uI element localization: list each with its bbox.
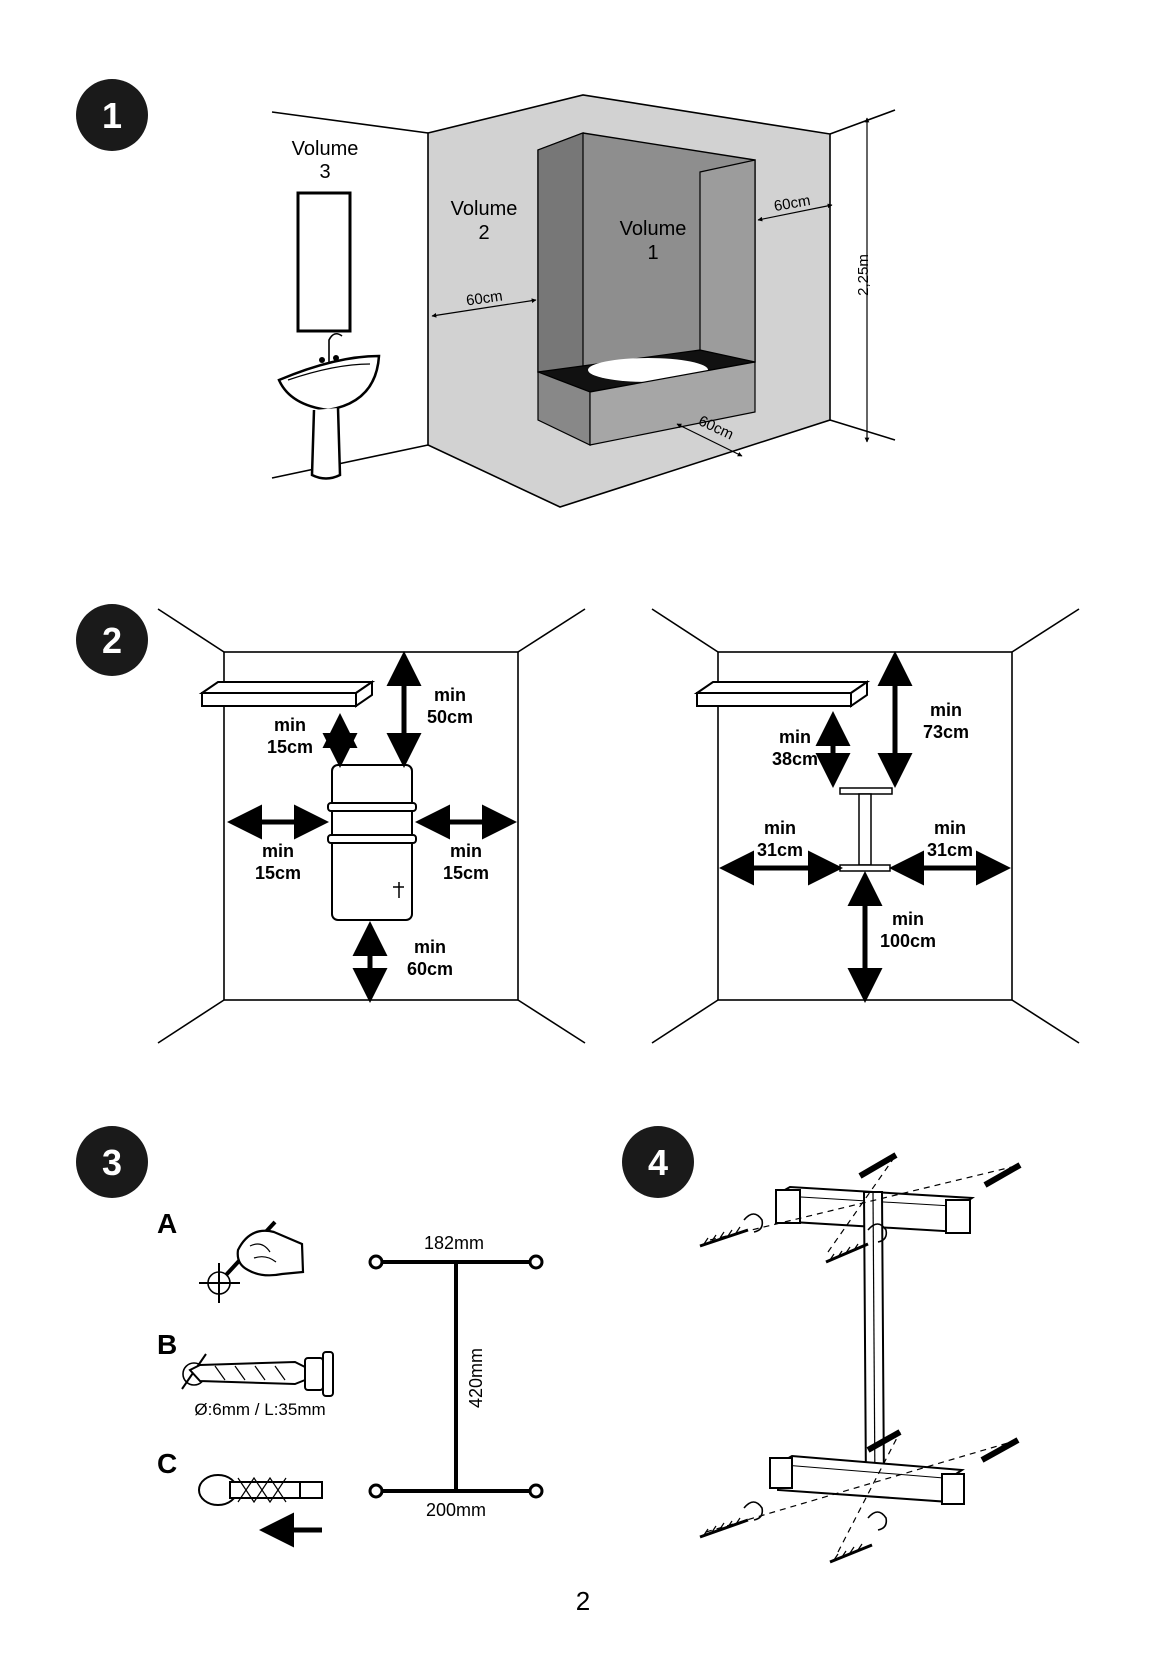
wall-plug-icon xyxy=(198,1474,323,1548)
clearance-top-min: min xyxy=(434,685,466,705)
bracket-clearance-diagram: min 38cm min 73cm min 31cm min 31cm min … xyxy=(651,608,1080,1044)
step-badge-3: 3 xyxy=(76,1126,148,1198)
step-number-1: 1 xyxy=(102,95,122,136)
drilling-instructions: A B C Ø:6mm / L:35mm xyxy=(157,1208,544,1548)
template-bottom-width: 200mm xyxy=(426,1500,486,1520)
clearance-shelf-value: 15cm xyxy=(267,737,313,757)
step-badge-1: 1 xyxy=(76,79,148,151)
step-number-4: 4 xyxy=(648,1142,668,1183)
bracket-left-value: 31cm xyxy=(757,840,803,860)
dimension-left-arrow xyxy=(431,298,537,318)
volume-2-number: 2 xyxy=(478,222,489,244)
washbasin xyxy=(277,332,381,480)
wall-bracket xyxy=(839,787,893,872)
bracket-drilling-template xyxy=(368,1254,544,1499)
clearance-right-min: min xyxy=(450,841,482,861)
clearance-right-value: 15cm xyxy=(443,863,489,883)
bracket-top-value: 73cm xyxy=(923,722,969,742)
step-a-label: A xyxy=(157,1208,177,1239)
step-badge-2: 2 xyxy=(76,604,148,676)
bracket-top-min: min xyxy=(930,700,962,720)
clearance-bottom-min: min xyxy=(414,937,446,957)
height-dimension-label: 2,25m xyxy=(855,254,872,296)
bracket-mounting-exploded-view xyxy=(699,1152,1022,1564)
page-number: 2 xyxy=(576,1586,590,1616)
volume-1-label: Volume xyxy=(620,218,687,240)
bracket-right-value: 31cm xyxy=(927,840,973,860)
dimension-left-label: 60cm xyxy=(465,288,504,310)
bracket-shelf-min: min xyxy=(779,727,811,747)
drill-icon xyxy=(181,1351,334,1397)
mark-position-icon xyxy=(199,1220,305,1303)
radiator-clearance-diagram: min 15cm min 50cm min 15cm min 15cm min … xyxy=(157,608,586,1044)
step-number-2: 2 xyxy=(102,620,122,661)
drill-spec-label: Ø:6mm / L:35mm xyxy=(194,1400,325,1419)
bathroom-volumes-diagram: Volume 3 Volume 2 Volume 1 60cm 60cm 60c… xyxy=(271,94,896,508)
shelf xyxy=(693,681,871,694)
bracket-bottom-min: min xyxy=(892,909,924,929)
step-b-label: B xyxy=(157,1329,177,1360)
template-top-width: 182mm xyxy=(424,1233,484,1253)
clearance-bottom-value: 60cm xyxy=(407,959,453,979)
volume-2-label: Volume xyxy=(451,198,518,220)
bracket-left-min: min xyxy=(764,818,796,838)
template-height: 420mm xyxy=(466,1348,486,1408)
step-number-3: 3 xyxy=(102,1142,122,1183)
shelf xyxy=(198,681,376,694)
step-badge-4: 4 xyxy=(622,1126,694,1198)
volume-1-number: 1 xyxy=(647,242,658,264)
bracket-right-min: min xyxy=(934,818,966,838)
clearance-shelf-min: min xyxy=(274,715,306,735)
dimension-front-arrow xyxy=(676,423,743,457)
dimension-right-arrow xyxy=(757,203,833,222)
clearance-top-value: 50cm xyxy=(427,707,473,727)
step-c-label: C xyxy=(157,1448,177,1479)
volume-3-label: Volume xyxy=(292,138,359,160)
bracket-bottom-value: 100cm xyxy=(880,931,936,951)
dimension-right-label: 60cm xyxy=(773,192,812,215)
mirror xyxy=(296,191,352,333)
towel-radiator xyxy=(327,764,417,921)
clearance-left-value: 15cm xyxy=(255,863,301,883)
clearance-left-min: min xyxy=(262,841,294,861)
volume-3-number: 3 xyxy=(319,161,330,183)
bracket-shelf-value: 38cm xyxy=(772,749,818,769)
